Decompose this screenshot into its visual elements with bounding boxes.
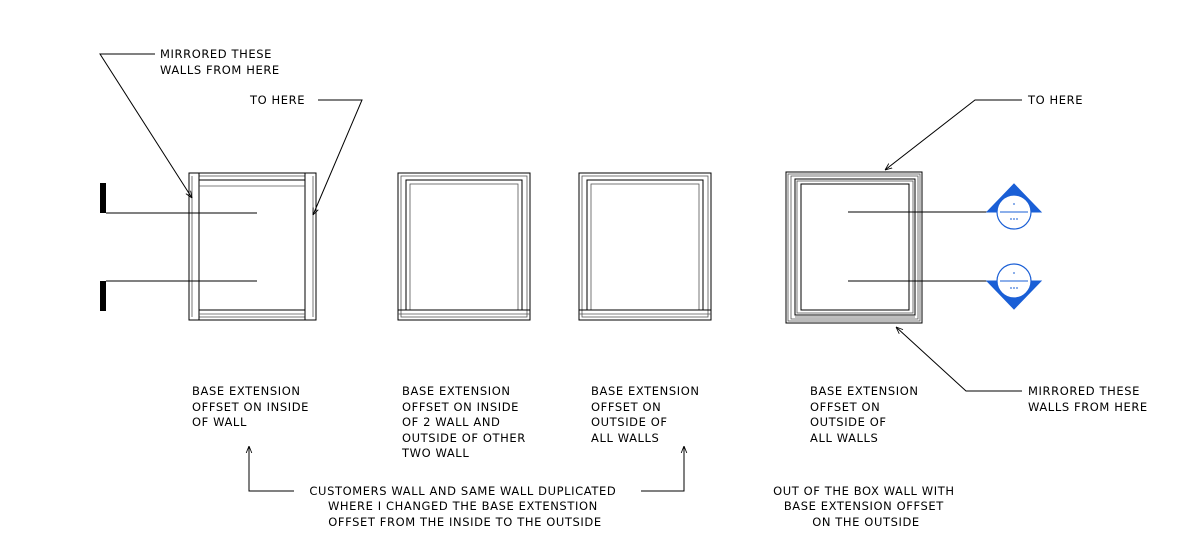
note-box-4: BASE EXTENSION OFFSET ON OUTSIDE OF ALL …	[810, 384, 923, 445]
note-mirrored-right: MIRRORED THESE WALLS FROM HERE	[1028, 384, 1148, 414]
note-box-3: BASE EXTENSION OFFSET ON OUTSIDE OF ALL …	[591, 384, 704, 445]
note-box-1: BASE EXTENSION OFFSET ON INSIDE OF WALL	[192, 384, 313, 429]
note-out-of-box: OUT OF THE BOX WALL WITH BASE EXTENSION …	[773, 484, 959, 529]
leader-mirrored-right	[896, 327, 1022, 392]
wall-box-4[interactable]	[785, 171, 923, 324]
leader-to-here-left	[312, 99, 363, 215]
wall-box-3[interactable]	[578, 172, 712, 321]
leader-customers-right	[641, 446, 684, 492]
note-customers-wall: CUSTOMERS WALL AND SAME WALL DUPLICATED …	[309, 484, 620, 529]
section-head-icon[interactable]	[985, 183, 1043, 230]
leader-customers-left	[249, 446, 294, 492]
section-head-icon[interactable]	[985, 263, 1043, 310]
leader-mirrored-left	[99, 53, 192, 198]
note-to-here-left: TO HERE	[249, 93, 305, 107]
leader-to-here-right	[885, 99, 1022, 170]
wall-box-1[interactable]	[188, 172, 317, 321]
elevation-tag-icon[interactable]	[100, 280, 257, 311]
note-to-here-right: TO HERE	[1027, 93, 1083, 107]
note-box-2: BASE EXTENSION OFFSET ON INSIDE OF 2 WAL…	[401, 384, 530, 460]
elevation-tag-icon[interactable]	[100, 183, 257, 214]
note-mirrored-left: MIRRORED THESE WALLS FROM HERE	[160, 47, 280, 77]
wall-box-2[interactable]	[397, 172, 531, 321]
